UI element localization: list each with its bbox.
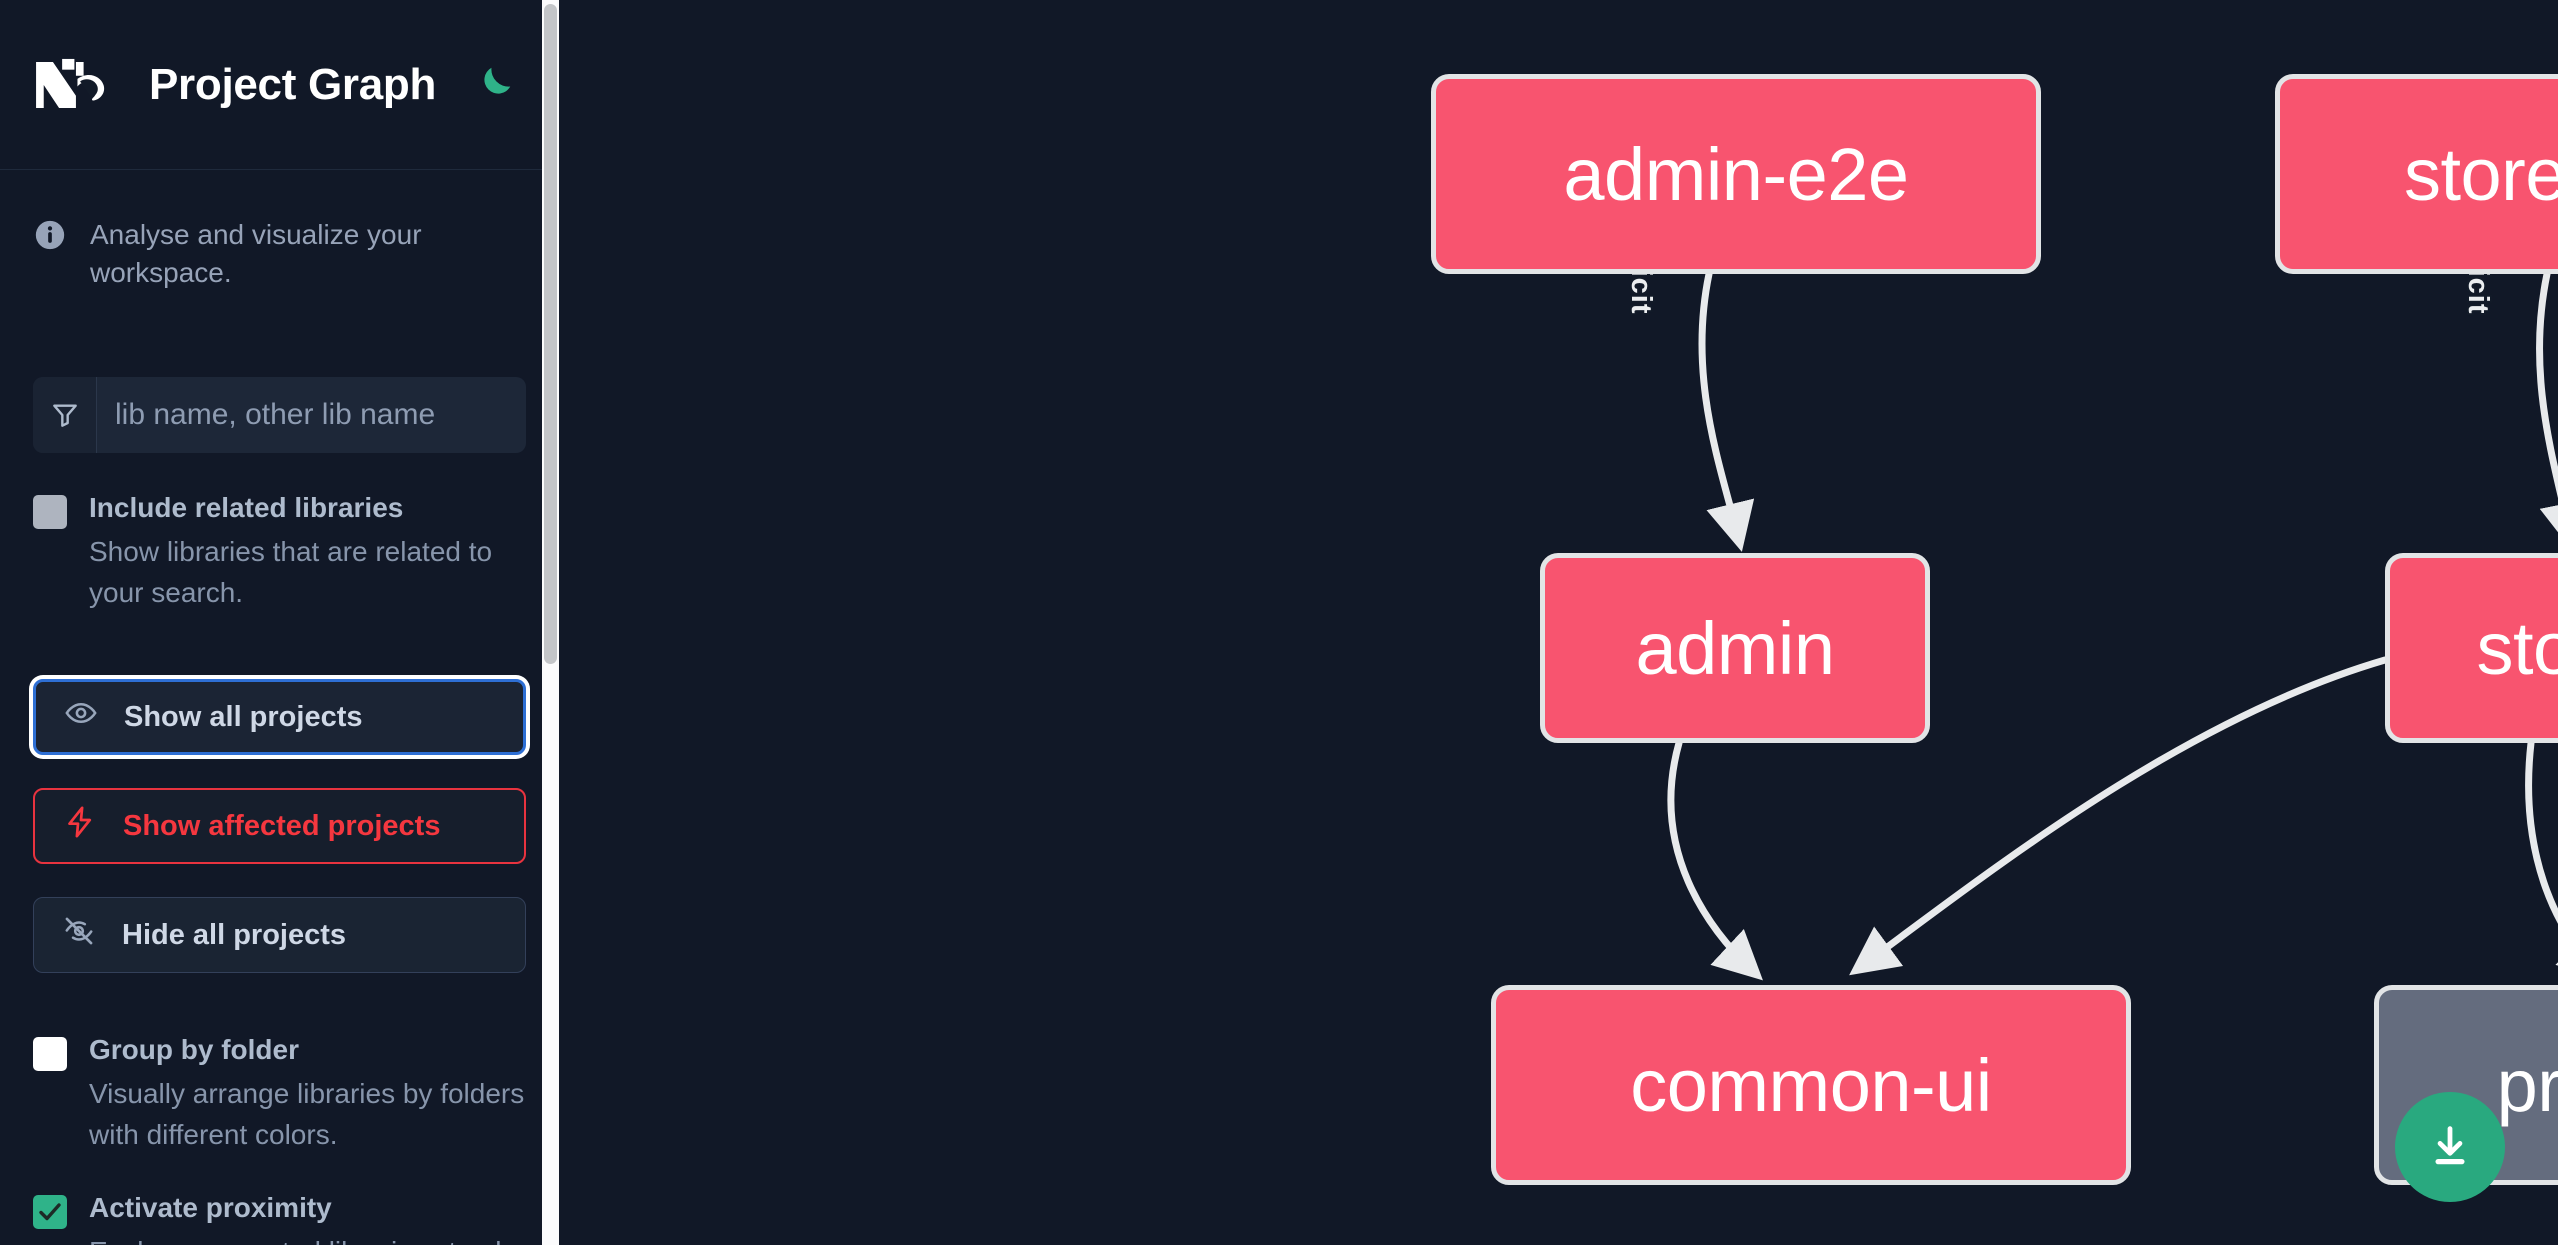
nx-logo-icon [33,55,125,115]
graph-node-store-e2e[interactable]: store-e2e [2275,74,2558,274]
activate-proximity-checkbox[interactable] [33,1195,67,1229]
group-by-folder-description: Visually arrange libraries by folders wi… [89,1078,525,1150]
graph-canvas[interactable]: implicit implicit admin-e2e store-e2e ad… [559,0,2558,1245]
edge-store-common-ui [1849,656,2389,976]
graph-node-store[interactable]: store [2385,553,2558,743]
show-all-projects-label: Show all projects [124,700,363,733]
sidebar-header: Project Graph [0,0,559,170]
include-related-libraries-checkbox[interactable] [33,495,67,529]
graph-node-common-ui[interactable]: common-ui [1491,985,2131,1185]
lightning-icon [63,805,97,847]
project-visibility-buttons: Show all projects Show affected projects [33,679,526,973]
checkbox-row-group-by-folder: Group by folder Visually arrange librari… [0,1033,559,1155]
filter-row [33,377,526,453]
group-by-folder-label: Group by folder [89,1034,299,1065]
checkbox-row-include-related-libraries: Include related libraries Show libraries… [0,491,559,613]
checkbox-row-activate-proximity: Activate proximity Explore connected lib… [0,1191,559,1245]
activate-proximity-label: Activate proximity [89,1192,332,1223]
info-circle-icon [33,218,67,252]
graph-edges [1667,270,2558,981]
sidebar: Project Graph Analyse and visualize yo [0,0,559,1245]
activate-proximity-description: Explore connected libraries step by step… [89,1231,526,1245]
sidebar-scrollbar-track[interactable] [542,0,559,1245]
hide-all-projects-label: Hide all projects [122,918,347,951]
moon-icon[interactable] [470,62,516,108]
show-all-projects-button[interactable]: Show all projects [33,679,526,755]
sidebar-scrollbar-thumb[interactable] [544,4,557,664]
download-icon [2424,1120,2476,1175]
search-input[interactable] [97,377,526,453]
graph-node-admin[interactable]: admin [1540,553,1930,743]
edge-store-products [2525,739,2558,981]
show-affected-projects-button[interactable]: Show affected projects [33,788,526,864]
tagline: Analyse and visualize your workspace. [0,170,559,292]
hide-all-projects-button[interactable]: Hide all projects [33,897,526,973]
eye-icon [64,696,98,738]
show-affected-projects-label: Show affected projects [123,809,441,842]
include-related-libraries-description: Show libraries that are related to your … [89,536,493,608]
download-image-button[interactable] [2395,1092,2505,1202]
edge-store-e2e-store [2536,270,2558,553]
edge-admin-e2e-admin [1698,270,1755,552]
app-title: Project Graph [149,59,437,109]
funnel-filter-icon[interactable] [33,377,97,453]
edge-admin-common-ui [1667,739,1763,981]
tagline-text: Analyse and visualize your workspace. [90,219,422,288]
include-related-libraries-label: Include related libraries [89,492,404,523]
graph-node-admin-e2e[interactable]: admin-e2e [1431,74,2041,274]
group-by-folder-checkbox[interactable] [33,1037,67,1071]
eye-off-icon [62,914,96,956]
